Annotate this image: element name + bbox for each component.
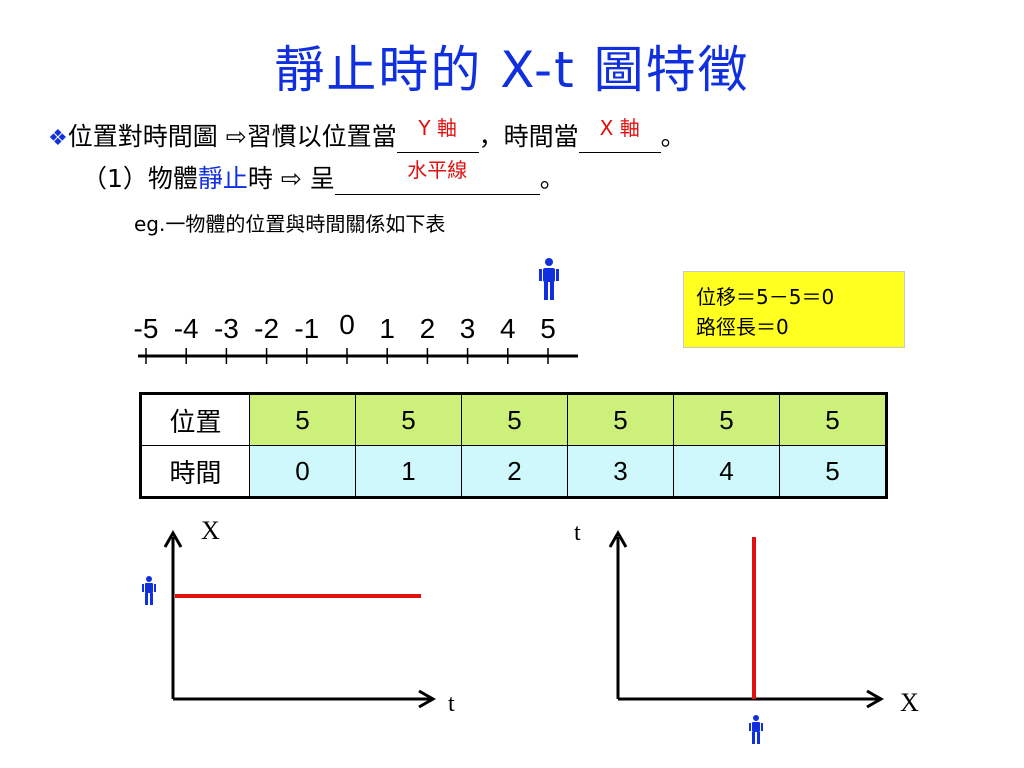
answer-blank: Y 軸 (396, 116, 479, 153)
number-line-label: -5 (134, 313, 159, 344)
statement-text: 習慣以位置當 (246, 122, 397, 151)
table-row-time: 時間 0 1 2 3 4 5 (140, 445, 887, 498)
page-title: 靜止時的 X-t 圖特徵 (274, 41, 750, 99)
number-line-label: 2 (420, 313, 436, 344)
time-cell: 3 (567, 445, 674, 498)
arrow-icon: ⇨ (280, 164, 302, 193)
number-line-ticks (145, 348, 549, 364)
number-line-label: 4 (500, 313, 516, 344)
displacement-text: 位移＝5－5＝0 (696, 285, 835, 309)
statement-text: （1）物體 (82, 164, 198, 193)
displacement-info-box: 位移＝5－5＝0 路徑長＝0 (683, 271, 905, 348)
person-icon (749, 715, 763, 744)
statement-text: ，時間當 (478, 122, 579, 151)
x-t-graph: X t (142, 516, 455, 717)
path-length-text: 路徑長＝0 (696, 315, 789, 339)
statement-text: 。 (539, 164, 565, 193)
statement-text: 位置對時間圖 (67, 122, 226, 151)
number-line-label: -1 (294, 313, 319, 344)
position-cell: 5 (567, 393, 674, 446)
statement-text: 。 (660, 122, 686, 151)
y-axis-arrow-icon (163, 529, 183, 548)
person-icon (142, 576, 156, 605)
x-axis-arrow-icon (418, 689, 437, 709)
bullet-icon: ❖ (48, 126, 68, 151)
statement-text: 呈 (301, 164, 335, 193)
answer-horizontal-line: 水平線 (407, 158, 468, 182)
number-line-label: 0 (339, 309, 355, 340)
time-cell: 5 (779, 445, 887, 498)
number-line-label: -3 (214, 313, 239, 344)
row-header-position: 位置 (140, 393, 250, 446)
y-axis-label: X (201, 516, 220, 545)
number-line-label: -4 (174, 313, 199, 344)
position-cell: 5 (673, 393, 780, 446)
time-cell: 4 (673, 445, 780, 498)
time-cell: 0 (249, 445, 356, 498)
person-icon (539, 258, 559, 300)
number-line-label: 3 (460, 313, 476, 344)
y-axis-label: t (574, 520, 581, 546)
number-line-label: -2 (254, 313, 279, 344)
number-line-label: 1 (379, 313, 395, 344)
answer-blank: 水平線 (334, 158, 540, 195)
position-cell: 5 (779, 393, 887, 446)
answer-x-axis: X 軸 (599, 116, 640, 140)
highlight-static: 靜止 (197, 164, 248, 193)
time-cell: 1 (355, 445, 462, 498)
example-text: eg.一物體的位置與時間關係如下表 (134, 212, 446, 236)
statement-line-2: （1）物體靜止時 ⇨ 呈 水平線 。 (82, 158, 565, 195)
x-axis-label: X (900, 688, 919, 717)
t-x-graph: t X (574, 520, 919, 744)
arrow-icon: ⇨ (225, 122, 247, 151)
statement-line-1: ❖位置對時間圖 ⇨習慣以位置當 Y 軸 ，時間當 X 軸。 (48, 116, 686, 153)
x-axis-label: t (448, 691, 455, 717)
position-cell: 5 (249, 393, 356, 446)
answer-blank: X 軸 (578, 116, 661, 153)
position-cell: 5 (461, 393, 568, 446)
x-axis-arrow-icon (866, 689, 885, 709)
statement-text: 時 (247, 164, 281, 193)
table-row-position: 位置 5 5 5 5 5 5 (140, 393, 887, 446)
position-cell: 5 (355, 393, 462, 446)
position-time-table: 位置 5 5 5 5 5 5 時間 0 1 2 3 4 5 (139, 392, 888, 499)
number-line-label: 5 (540, 313, 556, 344)
time-cell: 2 (461, 445, 568, 498)
row-header-time: 時間 (140, 445, 250, 498)
answer-y-axis: Y 軸 (418, 116, 457, 140)
y-axis-arrow-icon (608, 529, 628, 548)
